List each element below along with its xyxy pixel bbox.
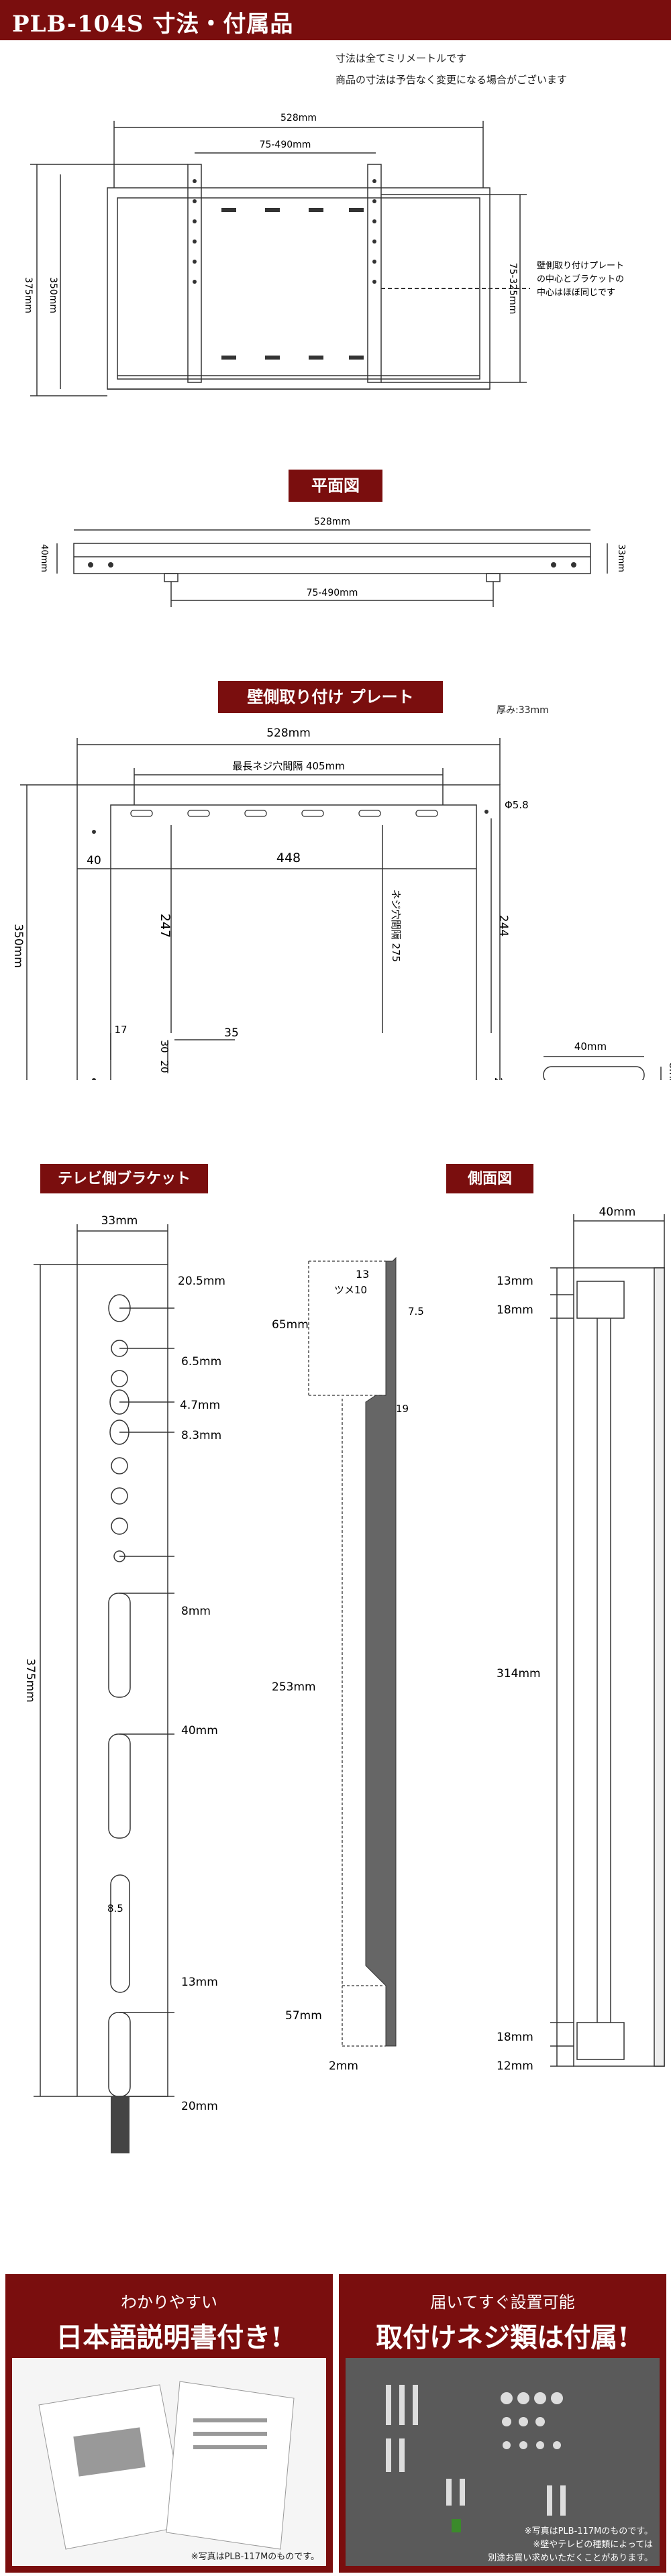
plate-height-label: 350mm [11, 924, 25, 968]
callout-line-3: 中心はほぼ同じです [537, 288, 615, 298]
plate-screw-pitch-label: ネジ穴間隔 275 [390, 890, 402, 962]
hook-65-label: 65mm [272, 1318, 309, 1332]
plate-bottom-30-label: 30 [158, 1040, 170, 1053]
wall-plate-diagram: 528mm 最長ネジ穴間隔 405mm Φ5.8 350mm 40 448 24… [11, 727, 671, 1080]
plate-slot-width-label: 8mm [667, 1063, 671, 1080]
hook-2-label: 2mm [329, 2059, 358, 2073]
plate-right-height-label: 244 [497, 915, 510, 936]
plan-width-label: 528mm [314, 517, 350, 527]
bracket-height-label: 375mm [23, 1658, 37, 1703]
bracket-d6-label: 40mm [181, 1724, 218, 1737]
bracket-d8-label: 13mm [181, 1976, 218, 1989]
side-13-label: 13mm [497, 1275, 533, 1288]
screws-caption-1: ※写真はPLB-117Mのものです。 [524, 2526, 653, 2536]
side-18b-label: 18mm [497, 2031, 533, 2044]
plate-hole-dia-label: Φ5.8 [505, 799, 529, 811]
side-314-label: 314mm [497, 1667, 541, 1680]
callout-line-1: 壁側取り付けプレート [537, 261, 624, 271]
tv-bracket-title: テレビ側ブラケット [40, 1164, 208, 1193]
tv-bracket-diagram: 33mm 375mm 20.5mm 6.5mm 4.7mm 8.3mm 8mm … [23, 1214, 225, 2153]
bracket-d1-label: 20.5mm [178, 1275, 225, 1288]
screws-caption-2: ※壁やテレビの種類によっては [533, 2540, 653, 2550]
side-12-label: 12mm [497, 2059, 533, 2073]
plate-inner-width-label: 448 [276, 851, 301, 865]
plate-bottom-17-label: 17 [114, 1024, 127, 1036]
side-depth-label: 40mm [599, 1205, 636, 1219]
hook-57-label: 57mm [285, 2009, 322, 2023]
front-height-outer-label: 375mm [23, 277, 34, 313]
hook-13-label: 13 [356, 1268, 369, 1281]
screws-caption-3: 別途お買い求めいただくことがあります。 [488, 2553, 653, 2563]
wall-plate-thickness: 厚み:33mm [497, 705, 549, 716]
side-view-diagram: 13 ツメ10 7.5 65mm 19 253mm 57mm 2mm 40mm … [272, 1205, 665, 2073]
plate-offset-left-label: 40 [87, 854, 101, 867]
note-line-2: 商品の寸法は予告なく変更になる場合がございます [336, 74, 568, 86]
front-width-label: 528mm [280, 113, 317, 123]
front-height-range-label: 75-325mm [507, 263, 518, 315]
screws-panel: 届いてすぐ設置可能 取付けネジ類は付属! ※写真はPLB-117Mのものです。 … [339, 2274, 666, 2573]
plan-view-title: 平面図 [289, 470, 382, 502]
manual-panel-line2: 日本語説明書付き! [56, 2322, 282, 2353]
plate-width-label: 528mm [266, 727, 311, 740]
plate-slot-pitch-label: 35 [224, 1026, 239, 1040]
plate-right-26-label: 26 [493, 1077, 503, 1080]
bracket-d5-label: 8mm [181, 1605, 211, 1618]
hook-tsume-label: ツメ10 [334, 1284, 367, 1296]
note-line-1: 寸法は全てミリメートルです [336, 52, 467, 64]
plate-bottom-20-label: 20 [158, 1060, 170, 1073]
hook-7-5-label: 7.5 [408, 1305, 424, 1318]
manual-panel-line1: わかりやすい [121, 2293, 217, 2312]
plan-depth-left-label: 40mm [39, 544, 49, 572]
bracket-d3-label: 4.7mm [180, 1399, 220, 1412]
hook-19-label: 19 [396, 1403, 409, 1415]
page-title: PLB-104S 寸法・付属品 [12, 11, 294, 38]
bracket-d9-label: 20mm [181, 2100, 218, 2113]
callout-line-2: の中心とブラケットの [537, 274, 624, 284]
screws-photo: ※写真はPLB-117Mのものです。 ※壁やテレビの種類によっては 別途お買い求… [346, 2358, 660, 2566]
side-view-title: 側面図 [446, 1164, 533, 1193]
front-height-inner-label: 350mm [48, 277, 58, 313]
front-range-label: 75-490mm [260, 140, 311, 150]
plate-slot-length-label: 40mm [574, 1040, 607, 1053]
hook-253-label: 253mm [272, 1680, 316, 1694]
plate-inner-height-label: 247 [158, 914, 172, 938]
bracket-width-label: 33mm [101, 1214, 138, 1228]
manual-caption: ※写真はPLB-117Mのものです。 [191, 2552, 319, 2562]
plan-view-diagram: 528mm 40mm 33mm 75-490mm [39, 517, 626, 607]
front-view-diagram: 528mm 75-490mm 375mm 350mm 75-325mm 壁側取り… [23, 113, 624, 396]
side-18-label: 18mm [497, 1303, 533, 1317]
plan-range-label: 75-490mm [307, 588, 358, 598]
screws-panel-line2: 取付けネジ類は付属! [376, 2322, 629, 2353]
screws-panel-line1: 届いてすぐ設置可能 [430, 2293, 575, 2312]
manual-photo: ※写真はPLB-117Mのものです。 [12, 2358, 326, 2566]
bracket-d4-label: 8.3mm [181, 1429, 221, 1442]
plan-depth-right-label: 33mm [616, 544, 626, 572]
plate-max-pitch-label: 最長ネジ穴間隔 405mm [232, 760, 345, 772]
wall-plate-title: 壁側取り付け プレート [218, 681, 443, 713]
bracket-d2-label: 6.5mm [181, 1355, 221, 1368]
bracket-d7-label: 8.5 [107, 1902, 123, 1915]
manual-panel: わかりやすい 日本語説明書付き! ※写真はPLB-117Mのものです。 [5, 2274, 333, 2573]
page-header: PLB-104S 寸法・付属品 [0, 0, 671, 40]
